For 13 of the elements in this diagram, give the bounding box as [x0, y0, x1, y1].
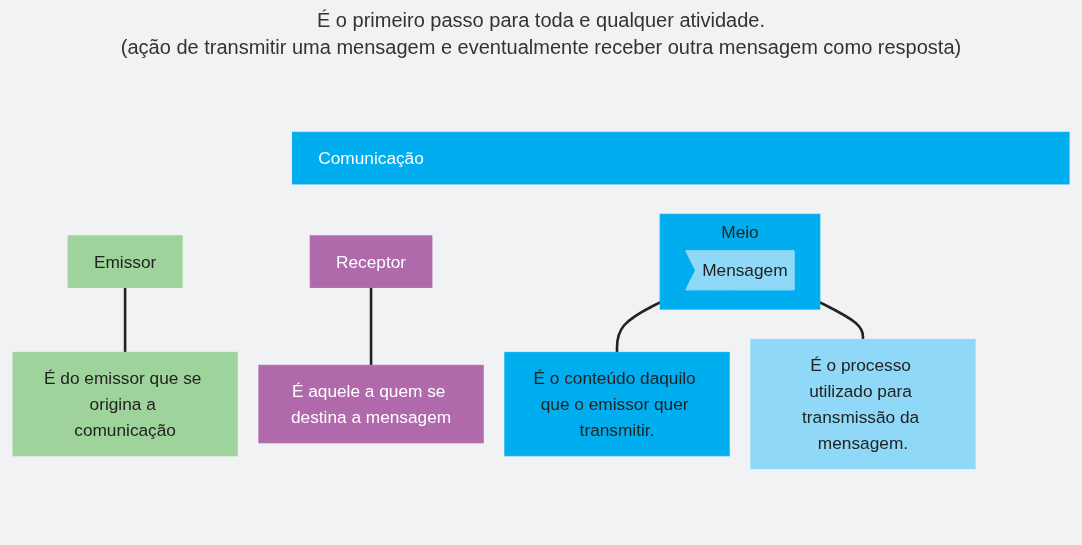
node-box: Receptor	[309, 235, 433, 288]
connector	[819, 301, 865, 340]
node-box: É o conteúdo daquilo que o emissor quer transmitir.	[504, 351, 730, 457]
connector	[123, 287, 127, 353]
node-box: Comunicação	[291, 131, 1070, 185]
connector	[615, 301, 661, 353]
description-text: (ação de transmitir uma mensagem e eventualmente receber outra mensagem como resposta)	[120, 35, 962, 60]
description-text: É o primeiro passo para toda e qualquer atividade.	[315, 8, 767, 33]
connector	[369, 287, 373, 366]
node-box: Emissor	[67, 235, 183, 288]
node-box: É aquele a quem se destina a mensagem	[258, 364, 484, 444]
node-box: É o processo utilizado para transmissão da mensagem.	[750, 338, 976, 470]
node-box: É do emissor que se origina a comunicação	[12, 351, 238, 457]
